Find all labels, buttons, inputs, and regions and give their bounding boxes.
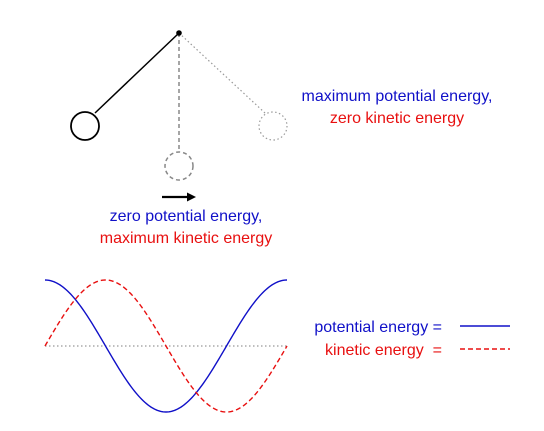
legend-potential-label: potential energy = bbox=[314, 319, 442, 336]
legend-kinetic-label: kinetic energy = bbox=[325, 342, 442, 359]
bob-left bbox=[70, 111, 100, 141]
kinetic-energy-curve bbox=[44, 279, 288, 413]
bob-right bbox=[258, 111, 288, 141]
energy-chart bbox=[44, 279, 288, 413]
right-label-line1: maximum potential energy, bbox=[302, 88, 493, 105]
pivot-point bbox=[176, 30, 182, 36]
bob-center bbox=[164, 151, 194, 181]
bottom-label-line1: zero potential energy, bbox=[110, 208, 263, 225]
pendulum bbox=[70, 30, 288, 202]
rod-right-dotted bbox=[178, 32, 266, 114]
bottom-label-line2: maximum kinetic energy bbox=[100, 230, 273, 247]
rod-solid bbox=[94, 32, 180, 114]
right-label-line2: zero kinetic energy bbox=[330, 110, 464, 127]
velocity-arrow bbox=[162, 192, 196, 202]
potential-energy-curve bbox=[44, 279, 288, 413]
legend: potential energy = kinetic energy = bbox=[314, 319, 510, 359]
